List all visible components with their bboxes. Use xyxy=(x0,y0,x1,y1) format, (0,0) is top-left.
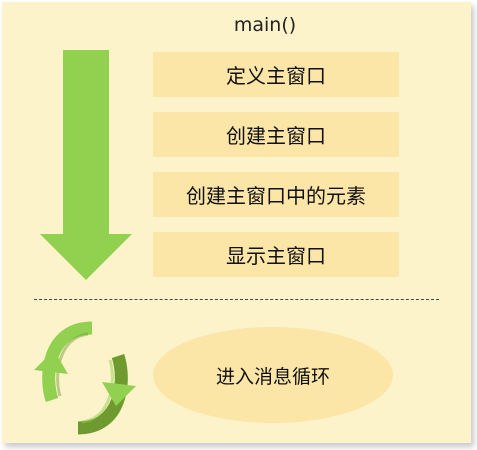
diagram-title: main() xyxy=(233,14,297,36)
down-arrow-icon xyxy=(40,50,132,280)
step-define-window: 定义主窗口 xyxy=(153,52,399,97)
separator-line xyxy=(34,299,439,300)
step-show-window: 显示主窗口 xyxy=(153,232,399,277)
message-loop-ellipse: 进入消息循环 xyxy=(153,327,393,423)
step-create-window: 创建主窗口 xyxy=(153,112,399,157)
step-create-elements: 创建主窗口中的元素 xyxy=(153,172,399,217)
cycle-arrows-icon xyxy=(34,321,136,435)
